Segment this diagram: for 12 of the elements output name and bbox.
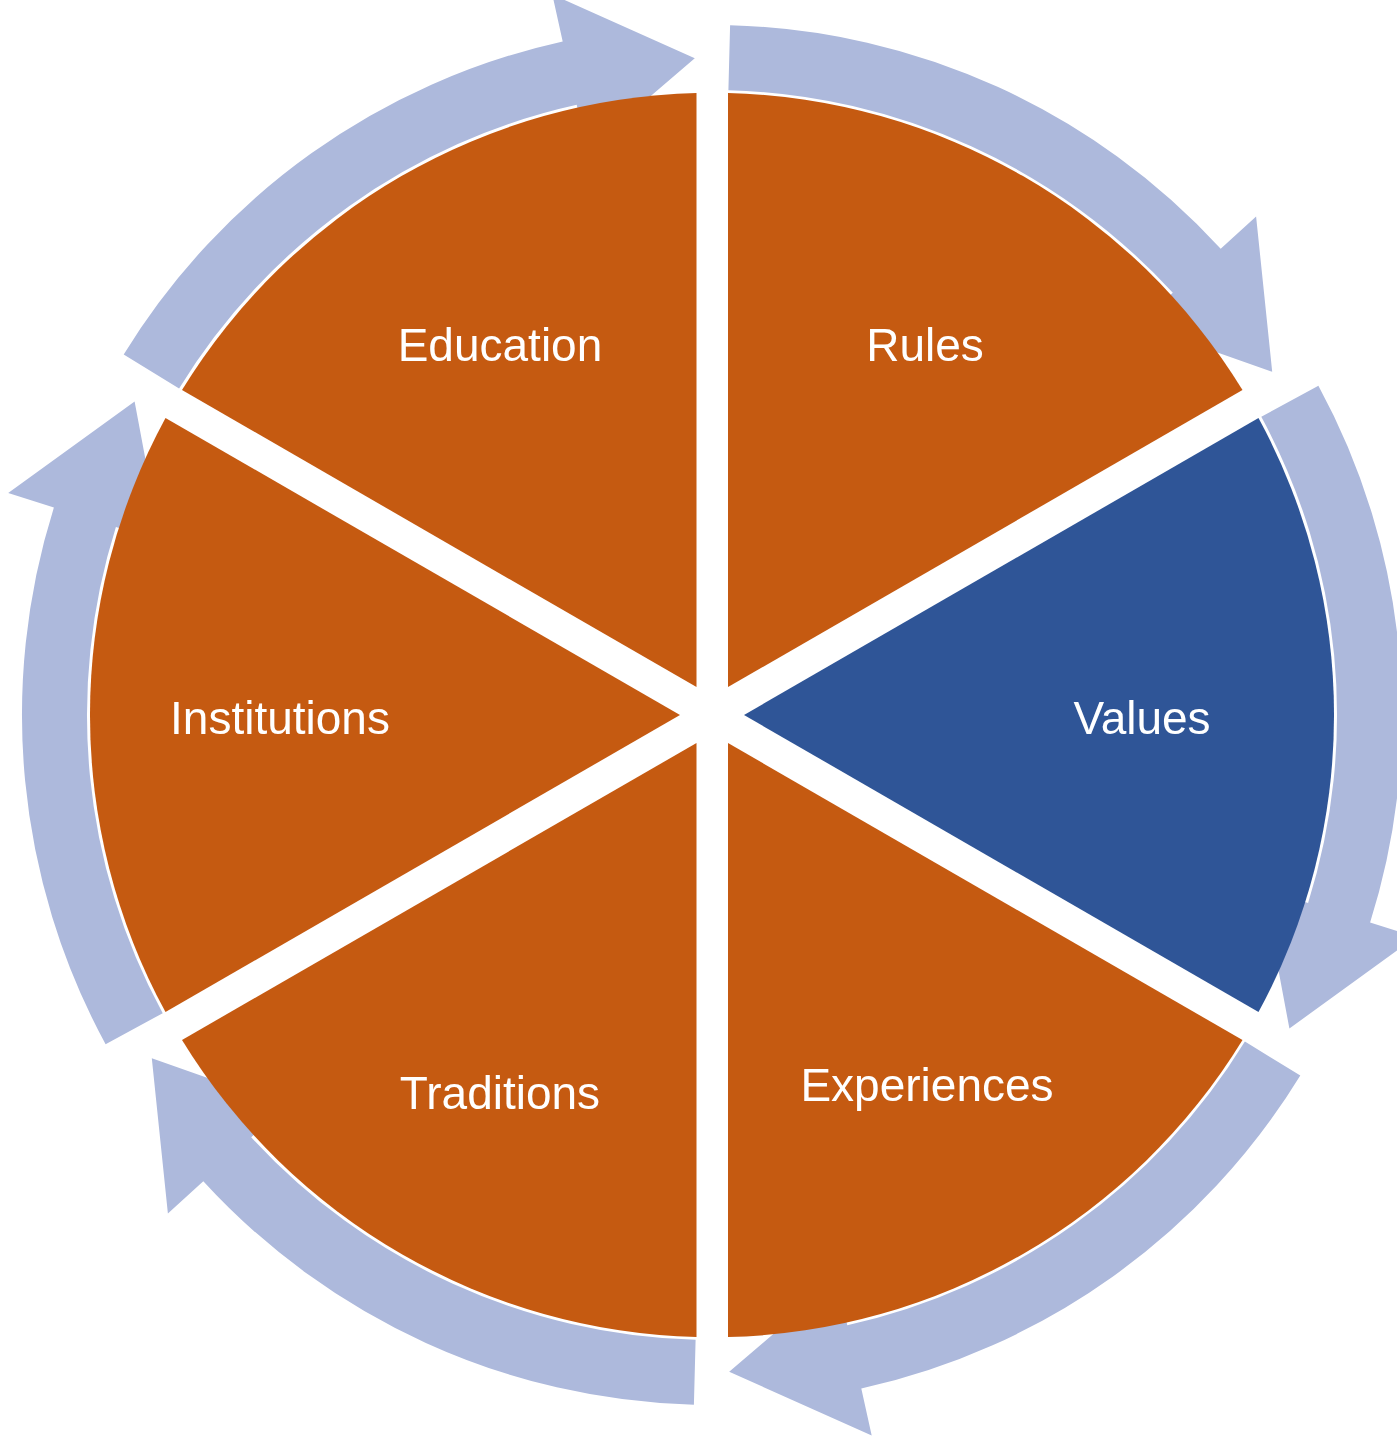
sector-label: Values	[1073, 691, 1211, 745]
sector-label: Experiences	[800, 1058, 1054, 1112]
curved-arrow	[8, 401, 163, 1045]
curved-arrow	[729, 1041, 1301, 1436]
curved-arrow	[151, 1058, 696, 1405]
sector-label: Rules	[866, 318, 984, 372]
sector-label: Traditions	[399, 1066, 601, 1120]
curved-arrow	[728, 25, 1273, 372]
curved-arrow	[123, 0, 695, 389]
curved-arrow	[1261, 385, 1397, 1029]
sector-label: Education	[397, 318, 603, 372]
sector-label: Institutions	[170, 691, 390, 745]
